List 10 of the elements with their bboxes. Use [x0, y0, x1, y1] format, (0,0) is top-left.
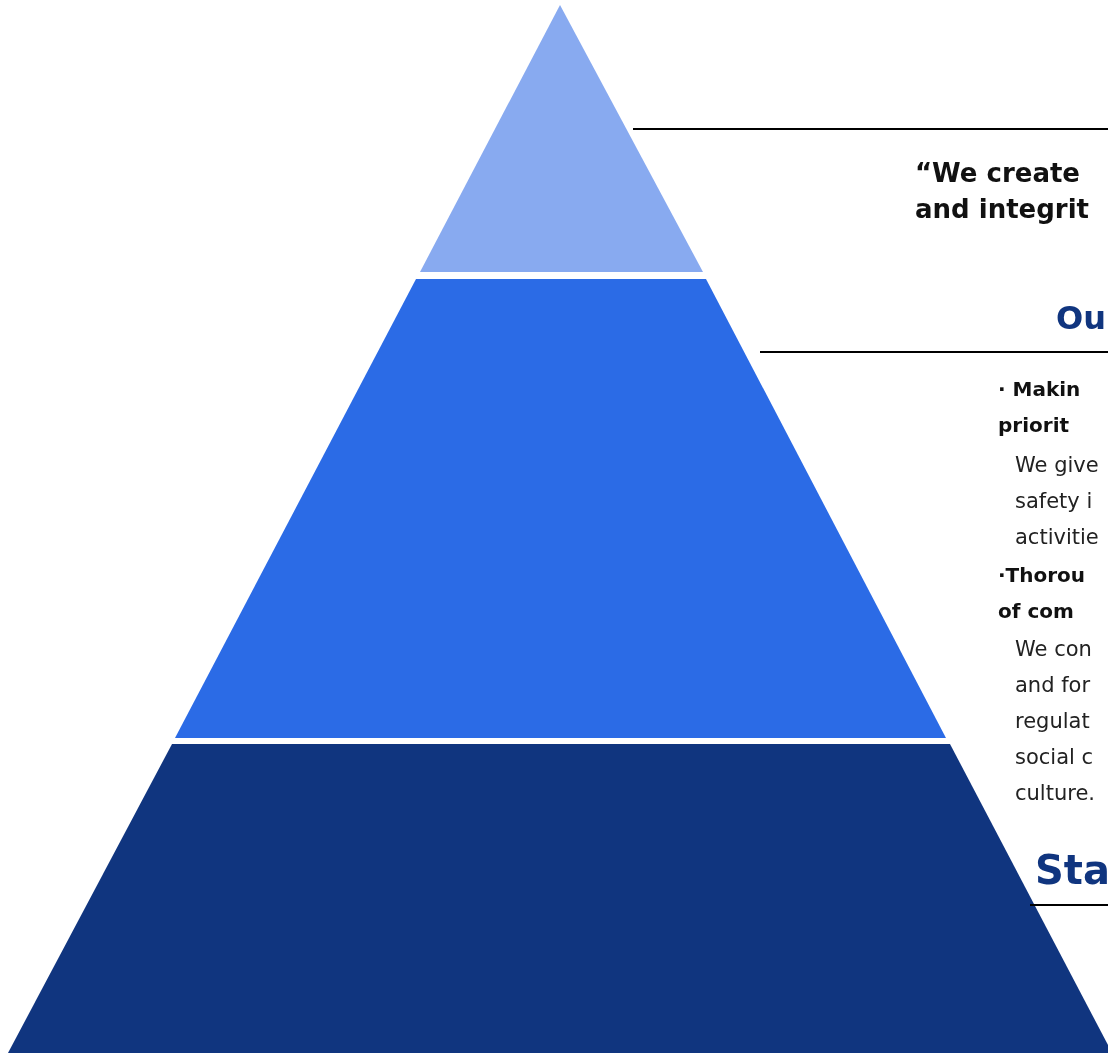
pyramid-tier [175, 279, 946, 738]
section-heading: Sta [1035, 846, 1108, 895]
pyramid-tier [8, 744, 1108, 1053]
body-text: We con and for regulat social c culture. [1015, 636, 1096, 807]
mission-statement: “We create and integrit [915, 157, 1090, 226]
bullet-heading: · Makin priorit [998, 376, 1082, 439]
body-text: We give safety i activitie [1015, 452, 1100, 551]
bullet-heading: ·Thorou of com [998, 562, 1087, 625]
section-heading: Ou [1056, 298, 1107, 339]
pyramid-tier [420, 5, 703, 272]
